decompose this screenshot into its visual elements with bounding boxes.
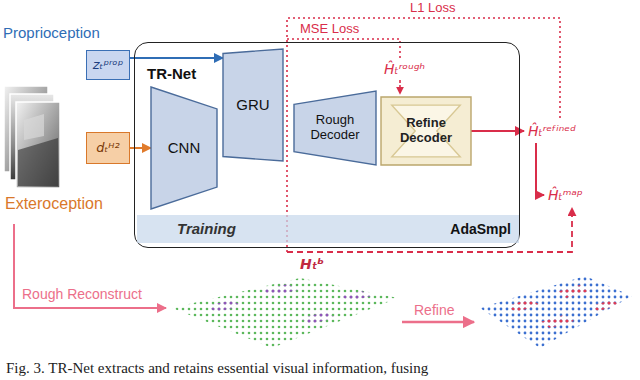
cloud-patch: [340, 291, 372, 301]
loss-label: MSE Loss: [300, 21, 359, 36]
block-label: Rough Decoder: [300, 113, 370, 143]
input-heading: Proprioception: [3, 24, 100, 41]
loss-label: L1 Loss: [410, 0, 456, 15]
gru-block: GRU: [223, 49, 283, 161]
depth-images: [4, 86, 60, 188]
refine-decoder: Refine Decoder: [381, 97, 471, 165]
output-symbol: Ĥₜʳᵒᵘᵍʰ: [384, 60, 425, 78]
rough-decoder: Rough Decoder: [294, 91, 376, 165]
figure-caption: Fig. 3. TR-Net extracts and retains esse…: [6, 359, 428, 377]
proprioception-input: Proprioceptionzₜᵖʳᵒᵖ: [86, 50, 130, 80]
box-title: TR-Net: [147, 65, 196, 82]
refined-output-arrow: [470, 130, 524, 132]
cloud-patch: [590, 300, 620, 311]
trnet-box: TR-NetCNN GRU Rough Decoder Refine DecoderT…: [134, 42, 520, 248]
proprioception-connector: [130, 57, 223, 59]
cloud-patch: [206, 300, 242, 312]
block-label: GRU: [236, 96, 269, 113]
cloud-patch: [506, 299, 540, 312]
band-label: AdaSmpl: [450, 221, 511, 237]
cloud-patch: [556, 285, 590, 298]
depth-image: [16, 102, 60, 188]
depth-shade: [18, 138, 58, 186]
training-band: Training AdaSmpl: [137, 215, 519, 243]
block-outline: [151, 87, 217, 209]
cnn-block: CNN: [151, 87, 217, 209]
block-outline: [381, 97, 471, 165]
depth-shade: [24, 114, 44, 140]
refine-arrow: [402, 321, 474, 324]
input-heading: Exteroception: [5, 195, 103, 213]
rough-point-cloud: [172, 278, 398, 348]
cloud-patch: [300, 312, 336, 324]
output-symbol: Ĥₜᵐᵃᵖ: [548, 186, 583, 204]
map-arrow: [536, 143, 544, 195]
block-label: CNN: [168, 139, 201, 156]
output-symbol: Ĥₜʳᵉᶠⁱⁿᵉᵈ: [528, 122, 576, 140]
refined-point-cloud: [480, 276, 632, 348]
rough-output-arrow: [399, 80, 401, 94]
process-label: Refine: [414, 302, 454, 318]
process-label: Rough Reconstruct: [22, 286, 142, 302]
input-symbol: zₜᵖʳᵒᵖ: [93, 58, 124, 73]
block-label: Refine Decoder: [386, 116, 466, 146]
cloud-patch: [540, 315, 574, 328]
cloud-ground: [172, 278, 398, 348]
ground-truth-symbol: Hₜᵇ: [300, 255, 324, 273]
cloud-patch: [262, 284, 298, 296]
cloud-ground: [480, 276, 632, 348]
band-label: Training: [177, 220, 236, 237]
block-outline: [223, 49, 283, 161]
block-outline: [294, 91, 376, 165]
exteroception-input: dₜᴴ²Exteroception: [86, 132, 130, 164]
input-symbol: dₜᴴ²: [96, 141, 119, 156]
